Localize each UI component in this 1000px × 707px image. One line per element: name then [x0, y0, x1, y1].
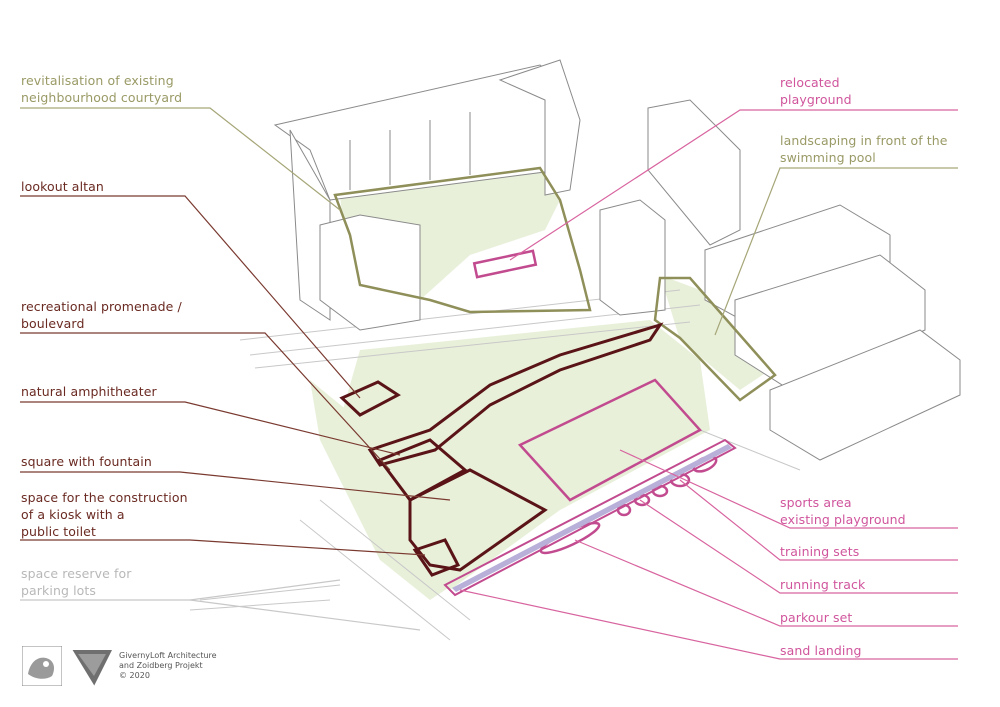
studio-logo-icon [22, 646, 62, 686]
pool-outline [653, 276, 777, 402]
leaders-right [459, 109, 958, 660]
label-playground: relocated playground [780, 75, 852, 107]
promenade-outline [339, 322, 664, 577]
pink-features [443, 249, 737, 597]
label-altan: lookout altan [21, 179, 104, 194]
label-sand: sand landing [780, 643, 862, 658]
label-fountain: square with fountain [21, 454, 152, 469]
buildings-courtyard-block [273, 59, 666, 331]
courtyard-outline [333, 166, 592, 314]
label-courtyard: revitalisation of existing neighbourhood… [21, 73, 183, 105]
label-training: training sets [780, 544, 860, 559]
label-pool: landscaping in front of the swimming poo… [780, 133, 948, 165]
label-running: running track [780, 577, 866, 592]
label-promenade: recreational promenade / boulevard [21, 299, 182, 331]
label-parkour: parkour set [780, 610, 853, 625]
triangle-logo-icon [72, 650, 112, 686]
label-parking: space reserve for parking lots [21, 566, 132, 598]
buildings-right [647, 99, 961, 461]
running-track-fill [452, 444, 732, 592]
credit-text: GivernyLoft Architecture and Zoidberg Pr… [119, 651, 217, 680]
label-sports: sports area existing playground [780, 495, 906, 527]
leaders-left [20, 107, 451, 631]
label-kiosk: space for the construction of a kiosk wi… [21, 490, 188, 539]
label-amphitheater: natural amphitheater [21, 384, 157, 399]
